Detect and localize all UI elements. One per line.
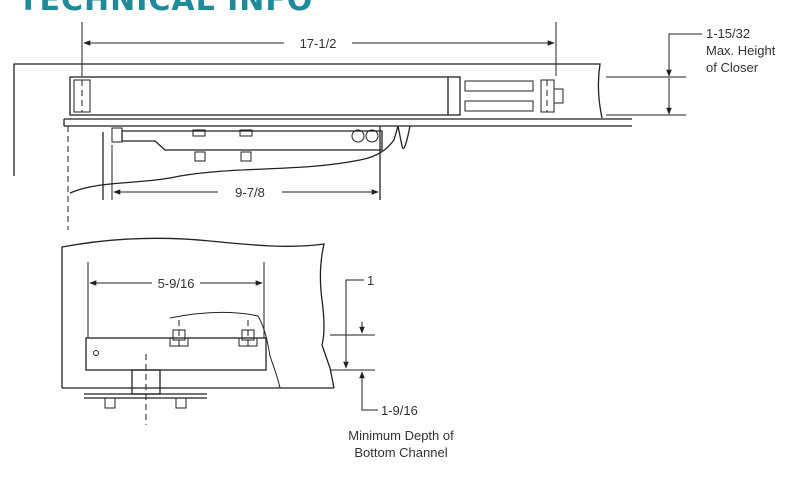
min-depth-value: 1-9/16: [381, 403, 418, 418]
spindle-spacing-label: 5-9/16: [158, 276, 195, 291]
max-height-label-2: of Closer: [706, 60, 759, 75]
offset-label: 1: [367, 273, 374, 288]
bottom-view-drawing: [61, 237, 335, 425]
dimension-spindle-spacing: 5-9/16: [87, 262, 265, 338]
max-height-label-1: Max. Height: [706, 43, 776, 58]
dimension-max-height: 1-15/32 Max. Height of Closer: [606, 26, 776, 116]
closer-body: [69, 76, 461, 116]
min-depth-label-2: Bottom Channel: [354, 445, 447, 460]
dimension-overall-length: 17-1/2: [81, 22, 557, 76]
min-depth-label-1: Minimum Depth of: [348, 428, 454, 443]
page-title: TECHNICAL INFO: [18, 0, 314, 18]
dimension-arm-length: 9-7/8: [113, 185, 379, 200]
top-view-drawing: [13, 63, 632, 230]
dimension-min-depth: 1 1-9/16 Minimum Depth of Bottom Channel: [330, 273, 454, 460]
arm-length-label: 9-7/8: [235, 185, 265, 200]
overall-length-label: 17-1/2: [300, 36, 337, 51]
max-height-value: 1-15/32: [706, 26, 750, 41]
